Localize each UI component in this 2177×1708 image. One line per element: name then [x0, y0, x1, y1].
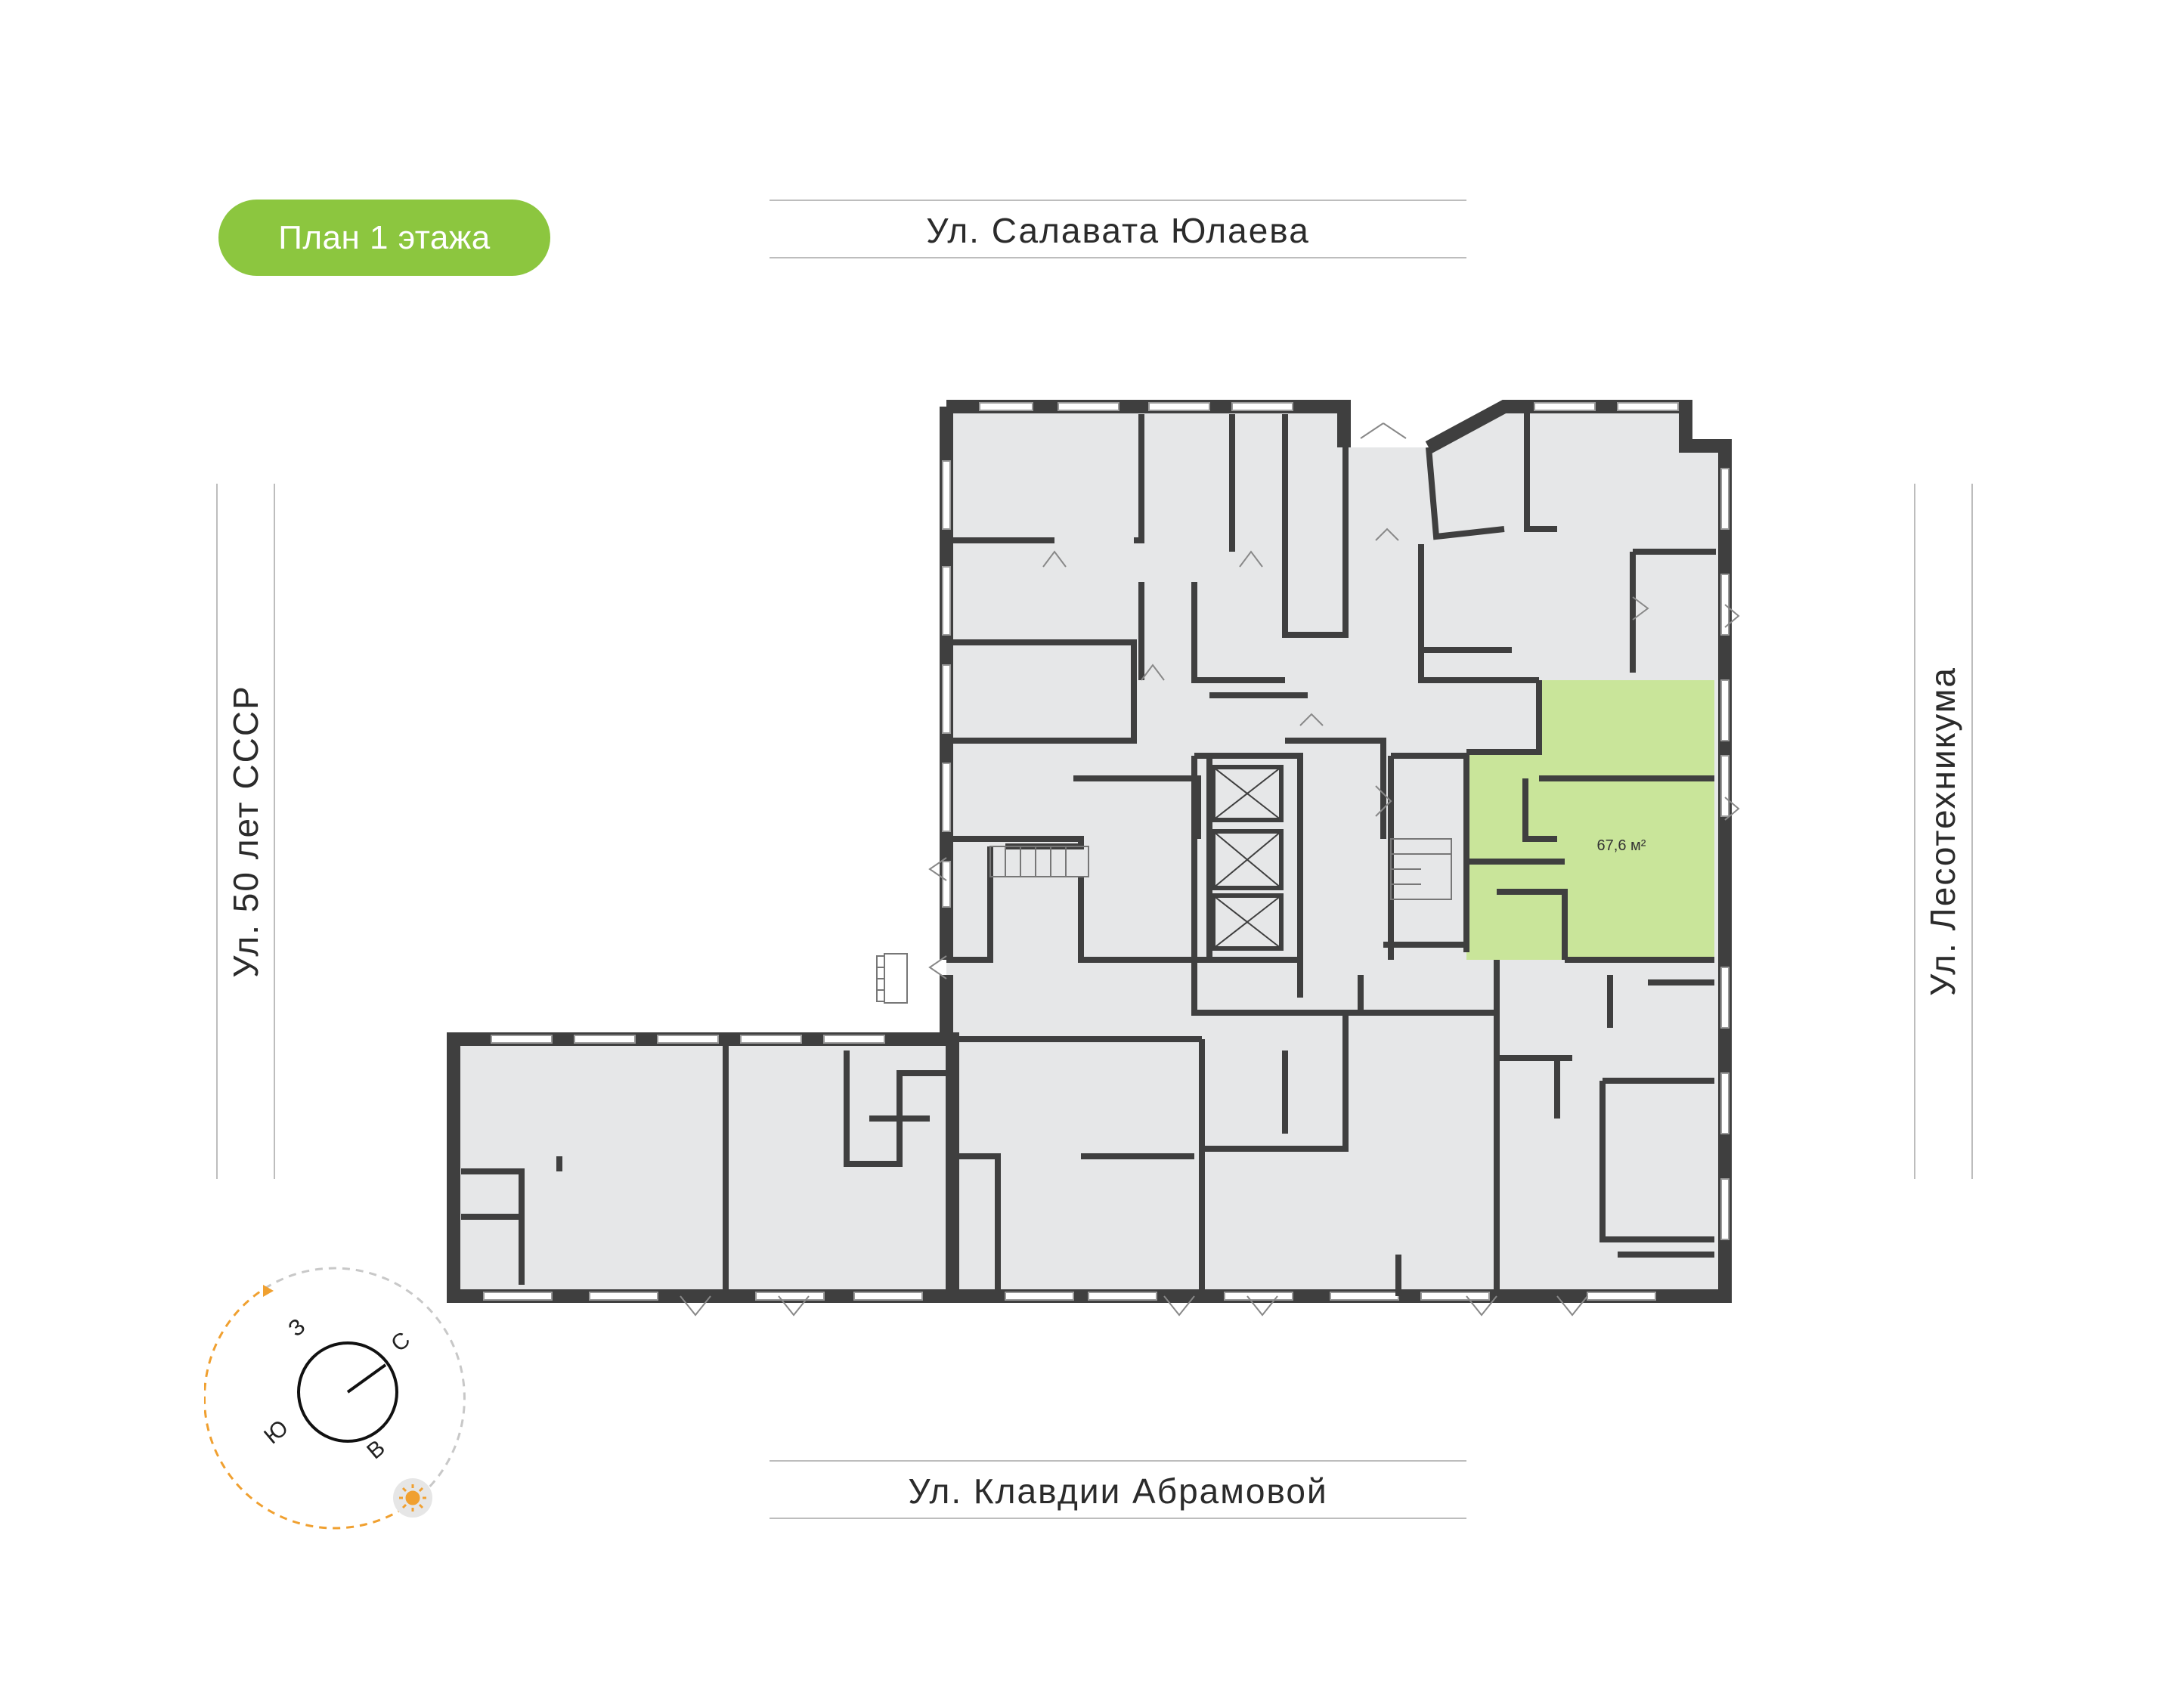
windows — [483, 402, 1730, 1301]
sun-path-arc — [204, 1287, 405, 1530]
right-street-line-right — [1971, 484, 1973, 1179]
sun-icon — [399, 1484, 426, 1512]
right-street-line-left — [1914, 484, 1915, 1179]
left-street-line-right — [274, 484, 275, 1179]
door-swings — [680, 422, 1740, 1317]
sun-path-arrow-icon — [263, 1285, 274, 1297]
bottom-street-line-lower — [770, 1518, 1466, 1519]
left-street-line-left — [216, 484, 218, 1179]
elevator-crosses — [1212, 766, 1282, 949]
compass-east: В — [362, 1435, 390, 1464]
floor-badge[interactable]: План 1 этажа — [218, 200, 550, 276]
apartment-area-label: 67,6 м² — [1597, 837, 1646, 854]
sun-path-arc-gray — [264, 1267, 466, 1509]
compass-south: Ю — [259, 1416, 293, 1450]
entrance-steps — [884, 953, 908, 1004]
compass-north: С — [386, 1327, 415, 1357]
bottom-street-line-upper — [770, 1460, 1466, 1462]
floor-badge-label: План 1 этажа — [278, 218, 491, 256]
street-label-top: Ул. Салавата Юлаева — [926, 211, 1310, 250]
compass-circle — [297, 1341, 398, 1443]
building-lower-left-fill — [454, 1039, 952, 1296]
compass-needle-icon — [346, 1363, 387, 1394]
top-street-line-upper — [770, 200, 1466, 201]
interior-walls — [461, 407, 1716, 1296]
compass-west: З — [283, 1313, 310, 1341]
street-label-bottom: Ул. Клавдии Абрамовой — [908, 1471, 1328, 1511]
top-street-line-lower — [770, 257, 1466, 258]
compass-widget: З С Ю В — [204, 1267, 466, 1530]
